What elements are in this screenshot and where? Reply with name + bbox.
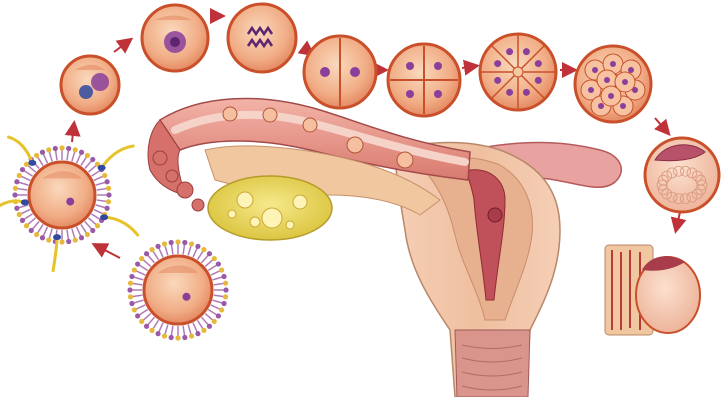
- arrow-blastocyst-to-implantation: [676, 212, 680, 230]
- arrow-corona-to-fertilization: [95, 245, 120, 258]
- stage-pronuclei: [61, 56, 119, 114]
- stage-oocyte-corona: [127, 239, 228, 340]
- arrow-morula-to-blastocyst: [655, 118, 668, 133]
- arrow-four-cell-to-eight-cell: [462, 66, 476, 68]
- stage-blastocyst: [645, 138, 719, 212]
- arrow-fertilization-to-pronuclei: [72, 124, 74, 142]
- stage-four-cell: [388, 44, 460, 116]
- stage-implantation: [605, 245, 700, 335]
- male-pronucleus: [91, 73, 109, 91]
- implanted-embryo-site: [488, 208, 502, 222]
- stage-two-cell: [304, 36, 376, 108]
- stage-morula: [575, 46, 651, 122]
- uterus-anatomy: [148, 99, 621, 397]
- arrow-pronuclei-to-zygote: [114, 40, 130, 52]
- female-pronucleus: [79, 85, 93, 99]
- stage-metaphase: [228, 4, 296, 72]
- stage-zygote: [142, 5, 208, 71]
- stage-fertilization: [0, 137, 138, 271]
- stage-eight-cell: [480, 34, 556, 110]
